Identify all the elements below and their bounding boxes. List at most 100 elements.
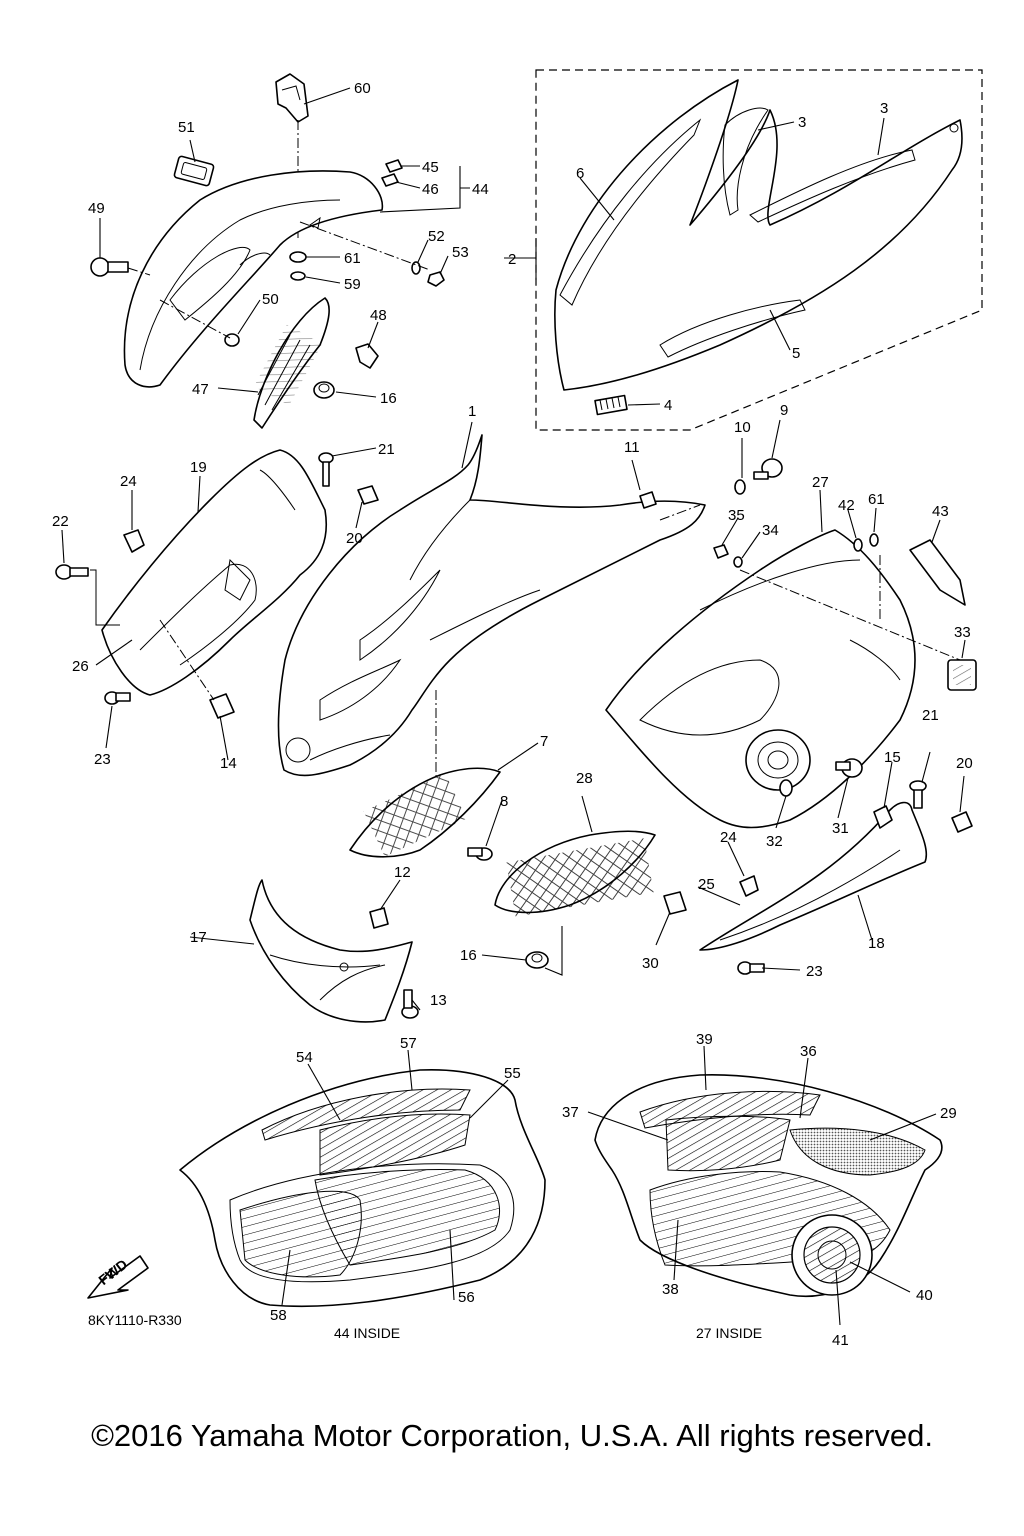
callout-19: 19 (190, 459, 207, 476)
callout-34: 34 (762, 522, 779, 539)
callout-52: 52 (428, 228, 445, 245)
part-24-clip-lower (739, 875, 759, 897)
copyright-notice: ©2016 Yamaha Motor Corporation, U.S.A. A… (91, 1418, 933, 1453)
part-27-right-cover (605, 529, 916, 829)
part-60-bracket (275, 73, 309, 123)
part-18-side-strip (699, 801, 928, 951)
callout-3a: 3 (798, 114, 806, 131)
part-51-reflector (173, 155, 215, 187)
callout-28: 28 (576, 770, 593, 787)
callout-21-upper: 21 (378, 441, 395, 458)
part-23-screw-left (104, 691, 131, 705)
part-15-clip (873, 805, 893, 829)
callout-23-lower: 23 (806, 963, 823, 980)
part-32-washer (779, 779, 793, 797)
callout-1: 1 (468, 403, 476, 420)
callout-44: 44 (472, 181, 489, 198)
callout-33: 33 (954, 624, 971, 641)
leader-lines (61, 87, 966, 1326)
inset-right-caption: 27 INSIDE (696, 1325, 762, 1341)
part-28-grille (494, 830, 656, 917)
callout-3b: 3 (880, 100, 888, 117)
callout-18: 18 (868, 935, 885, 952)
part-30-clip (663, 891, 687, 915)
callout-55: 55 (504, 1065, 521, 1082)
part-21-screw-lower (909, 780, 927, 809)
part-16-grommet-lower (525, 951, 549, 969)
callout-10: 10 (734, 419, 751, 436)
callout-61-right: 61 (868, 491, 885, 508)
part-46-label (381, 173, 399, 187)
callout-23-left: 23 (94, 751, 111, 768)
part-8-screw (467, 847, 493, 861)
callout-61: 61 (344, 250, 361, 267)
part-61-washer (289, 251, 307, 263)
part-35-nut (713, 544, 729, 559)
callout-13: 13 (430, 992, 447, 1009)
parts-diagram: FWD 8KY1110-R330 44 INSIDE 27 INSIDE (52, 69, 983, 1349)
part-21-screw-upper (318, 452, 334, 487)
callout-26: 26 (72, 658, 89, 675)
callout-20-upper: 20 (346, 530, 363, 547)
part-20-clip-upper (357, 485, 379, 505)
callout-4: 4 (664, 397, 672, 414)
part-24-clip-upper (123, 529, 145, 553)
part-14-clip (209, 693, 235, 719)
part-7-grille (349, 767, 501, 858)
callout-25: 25 (698, 876, 715, 893)
part-20-clip-lower (951, 811, 973, 833)
callout-31: 31 (832, 820, 849, 837)
part-12-clip (369, 907, 389, 929)
callout-29: 29 (940, 1105, 957, 1122)
part-10-washer (734, 479, 746, 495)
part-22-screw (55, 564, 89, 580)
part-19-inner-panel (101, 449, 327, 696)
callout-8: 8 (500, 793, 508, 810)
part-16-grommet-upper (313, 381, 335, 399)
part-34-washer (733, 556, 743, 568)
callout-38: 38 (662, 1281, 679, 1298)
part-59-washer (290, 271, 306, 281)
callout-12: 12 (394, 864, 411, 881)
callout-59: 59 (344, 276, 361, 293)
part-47-side-grille (253, 297, 330, 429)
callout-56: 56 (458, 1289, 475, 1306)
callout-14: 14 (220, 755, 237, 772)
callout-58: 58 (270, 1307, 287, 1324)
callout-16-upper: 16 (380, 390, 397, 407)
part-53-nut (427, 271, 445, 287)
part-61-washer-right (869, 533, 879, 547)
callout-41: 41 (832, 1332, 849, 1349)
callout-57: 57 (400, 1035, 417, 1052)
callout-21-lower: 21 (922, 707, 939, 724)
fwd-arrow-icon (87, 1255, 149, 1299)
callout-46: 46 (422, 181, 439, 198)
callout-6: 6 (576, 165, 584, 182)
callout-24-lower: 24 (720, 829, 737, 846)
callout-11: 11 (624, 439, 640, 456)
callout-48: 48 (370, 307, 387, 324)
callout-40: 40 (916, 1287, 933, 1304)
callout-32: 32 (766, 833, 783, 850)
callout-labels: 60 51 49 45 46 44 61 59 52 53 50 48 47 1… (52, 80, 973, 1349)
callout-16-lower: 16 (460, 947, 477, 964)
callout-35: 35 (728, 507, 745, 524)
callout-54: 54 (296, 1049, 313, 1066)
part-31-bolt (835, 758, 863, 778)
drawing-code: 8KY1110-R330 (88, 1312, 182, 1328)
callout-5: 5 (792, 345, 800, 362)
callout-30: 30 (642, 955, 659, 972)
part-43-cover (909, 539, 966, 606)
part-1-side-cover (277, 434, 706, 777)
part-2-graphic-set (554, 79, 963, 391)
callout-39: 39 (696, 1031, 713, 1048)
part-11-clip (639, 491, 657, 509)
part-50-washer (224, 333, 240, 347)
part-45-label (385, 159, 403, 173)
callout-43: 43 (932, 503, 949, 520)
callout-49: 49 (88, 200, 105, 217)
callout-42: 42 (838, 497, 855, 514)
callout-51: 51 (178, 119, 195, 136)
callout-53: 53 (452, 244, 469, 261)
callout-36: 36 (800, 1043, 817, 1060)
